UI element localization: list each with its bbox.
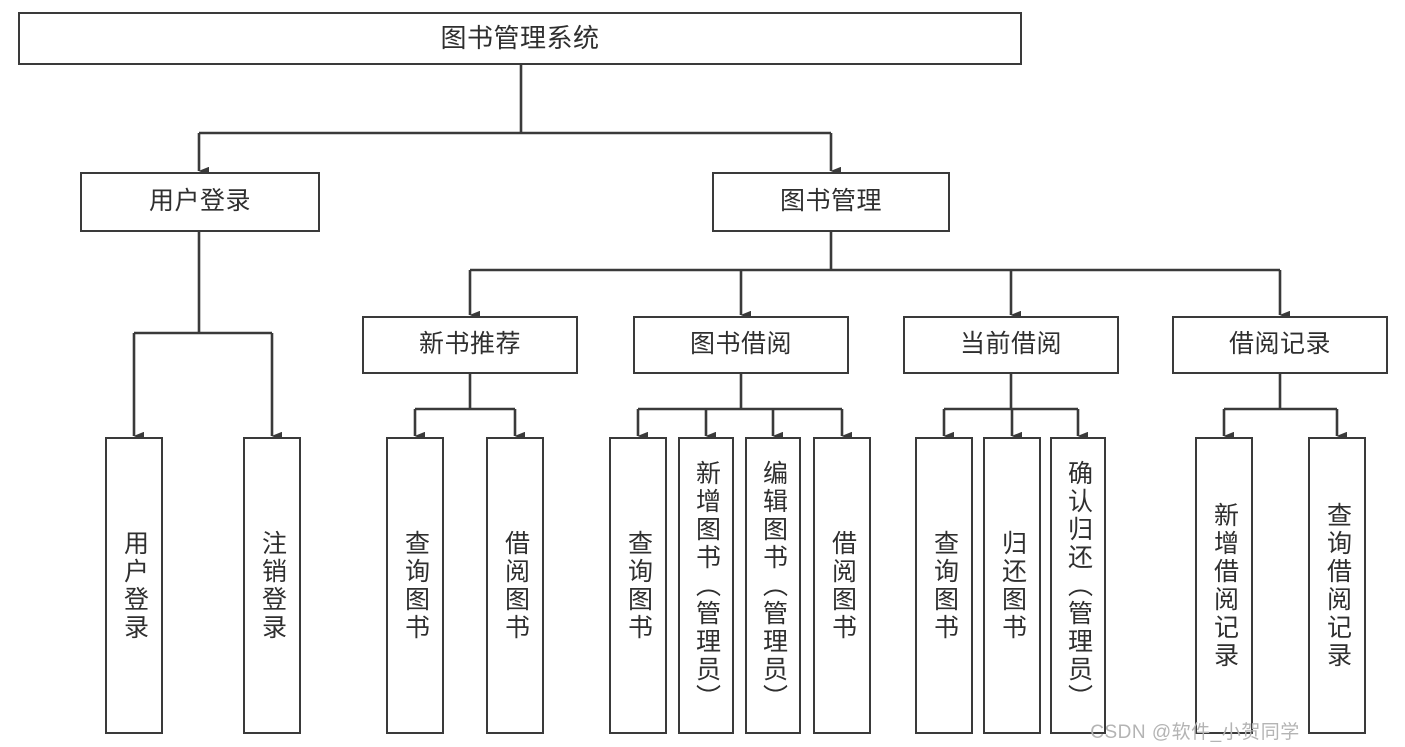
node-leaf-logout-login[interactable]: 注销登录 — [243, 437, 301, 734]
node-label-leaf-edit-book: 编辑图书（管理员） — [759, 459, 788, 712]
node-label-current-borrow: 当前借阅 — [959, 330, 1062, 359]
node-leaf-query-book-3[interactable]: 查询图书 — [915, 437, 973, 734]
node-current-borrow[interactable]: 当前借阅 — [903, 316, 1119, 374]
node-new-book-rec[interactable]: 新书推荐 — [362, 316, 578, 374]
node-user-login[interactable]: 用户登录 — [80, 172, 320, 232]
node-root[interactable]: 图书管理系统 — [18, 12, 1022, 65]
node-book-manage[interactable]: 图书管理 — [712, 172, 950, 232]
node-leaf-confirm-return[interactable]: 确认归还（管理员） — [1050, 437, 1106, 734]
csdn-watermark: CSDN @软件_小贺同学 — [1090, 722, 1300, 743]
node-label-leaf-query-book-3: 查询图书 — [930, 529, 959, 642]
node-label-leaf-query-book-2: 查询图书 — [624, 529, 653, 642]
node-leaf-query-book-1[interactable]: 查询图书 — [386, 437, 444, 734]
node-label-leaf-logout-login: 注销登录 — [258, 529, 287, 642]
node-label-leaf-query-book-1: 查询图书 — [401, 529, 430, 642]
node-leaf-borrow-book-1[interactable]: 借阅图书 — [486, 437, 544, 734]
node-label-leaf-confirm-return: 确认归还（管理员） — [1064, 459, 1093, 712]
node-label-leaf-borrow-book-1: 借阅图书 — [501, 529, 530, 642]
node-leaf-user-login[interactable]: 用户登录 — [105, 437, 163, 734]
edges-group — [132, 65, 1347, 441]
node-leaf-add-record[interactable]: 新增借阅记录 — [1195, 437, 1253, 734]
node-borrow-record[interactable]: 借阅记录 — [1172, 316, 1388, 374]
node-leaf-query-record[interactable]: 查询借阅记录 — [1308, 437, 1366, 734]
node-label-leaf-user-login: 用户登录 — [120, 529, 149, 642]
node-label-leaf-add-book: 新增图书（管理员） — [692, 459, 721, 712]
node-label-user-login: 用户登录 — [148, 187, 251, 216]
node-label-leaf-return-book: 归还图书 — [998, 529, 1027, 642]
node-label-leaf-borrow-book-2: 借阅图书 — [828, 529, 857, 642]
node-label-book-borrow: 图书借阅 — [689, 330, 792, 359]
node-label-book-manage: 图书管理 — [779, 187, 882, 216]
node-leaf-add-book[interactable]: 新增图书（管理员） — [678, 437, 734, 734]
node-leaf-query-book-2[interactable]: 查询图书 — [609, 437, 667, 734]
node-label-new-book-rec: 新书推荐 — [418, 330, 521, 359]
node-label-leaf-add-record: 新增借阅记录 — [1210, 501, 1239, 670]
node-leaf-borrow-book-2[interactable]: 借阅图书 — [813, 437, 871, 734]
node-leaf-edit-book[interactable]: 编辑图书（管理员） — [745, 437, 801, 734]
node-book-borrow[interactable]: 图书借阅 — [633, 316, 849, 374]
node-label-borrow-record: 借阅记录 — [1228, 330, 1331, 359]
node-label-leaf-query-record: 查询借阅记录 — [1323, 501, 1352, 670]
node-label-root: 图书管理系统 — [440, 23, 600, 54]
node-leaf-return-book[interactable]: 归还图书 — [983, 437, 1041, 734]
